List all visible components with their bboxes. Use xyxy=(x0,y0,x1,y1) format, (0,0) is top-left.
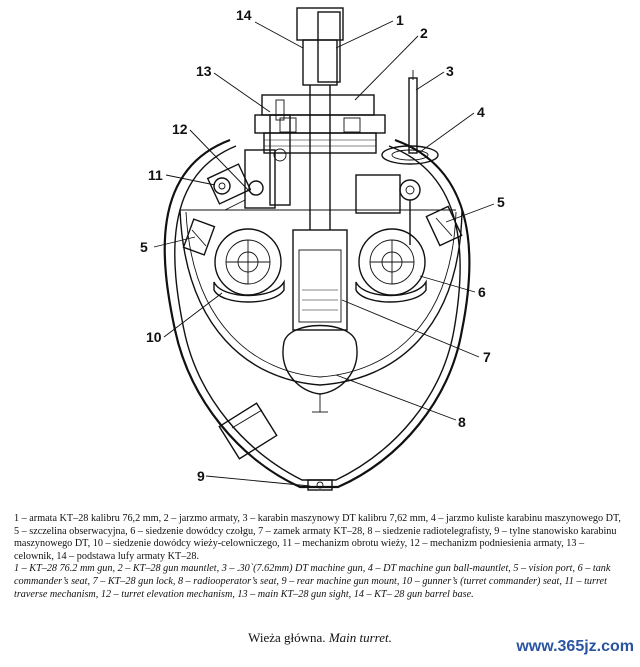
ammunition-box xyxy=(218,402,278,460)
gun-sight xyxy=(269,99,291,206)
callout-7: 7 xyxy=(483,349,491,365)
callout-6: 6 xyxy=(478,284,486,300)
commander-seat xyxy=(355,228,427,303)
callout-14: 14 xyxy=(236,7,252,23)
callout-10: 10 xyxy=(146,329,162,345)
caption-polish: 1 – armata KT–28 kalibru 76,2 mm, 2 – ja… xyxy=(14,513,621,562)
radio-operator-seat xyxy=(282,324,358,413)
caption-english: 1 – KT–28 76.2 mm gun, 2 – KT–28 gun mau… xyxy=(14,563,611,600)
ball-mantlet xyxy=(355,145,439,245)
title-english: Main turret. xyxy=(328,630,392,645)
elevation-mechanism xyxy=(224,149,276,211)
callout-9: 9 xyxy=(197,468,205,484)
gun-lock xyxy=(292,229,348,331)
watermark: www.365jz.com xyxy=(516,638,634,655)
vision-port-right xyxy=(425,205,463,247)
gunner-seat xyxy=(213,228,285,303)
callout-5-left: 5 xyxy=(140,239,148,255)
traverse-mechanism xyxy=(206,163,252,205)
callout-11: 11 xyxy=(148,167,163,183)
callout-5-right: 5 xyxy=(497,194,505,210)
leader-lines xyxy=(153,20,495,487)
figure-title: Wieża główna. Main turret. xyxy=(0,630,640,646)
callout-3: 3 xyxy=(446,63,454,79)
gun-barrel xyxy=(296,7,344,230)
callout-2: 2 xyxy=(420,25,428,41)
turret-diagram: 14 1 2 3 13 4 12 11 5 5 6 10 7 8 9 xyxy=(140,7,505,491)
callout-13: 13 xyxy=(196,63,212,79)
vision-port-left xyxy=(182,218,216,256)
callout-4: 4 xyxy=(477,104,485,120)
callout-8: 8 xyxy=(458,414,466,430)
gun-mantlet xyxy=(254,94,386,154)
callout-12: 12 xyxy=(172,121,188,137)
callout-1: 1 xyxy=(396,12,404,28)
rear-mg-mount xyxy=(307,479,333,491)
turret-outer-hull xyxy=(163,138,471,489)
callout-labels: 14 1 2 3 13 4 12 11 5 5 6 10 7 8 9 xyxy=(140,7,505,484)
dt-machine-gun xyxy=(408,70,418,154)
title-polish: Wieża główna. xyxy=(248,630,326,645)
caption: 1 – armata KT–28 kalibru 76,2 mm, 2 – ja… xyxy=(14,513,626,601)
